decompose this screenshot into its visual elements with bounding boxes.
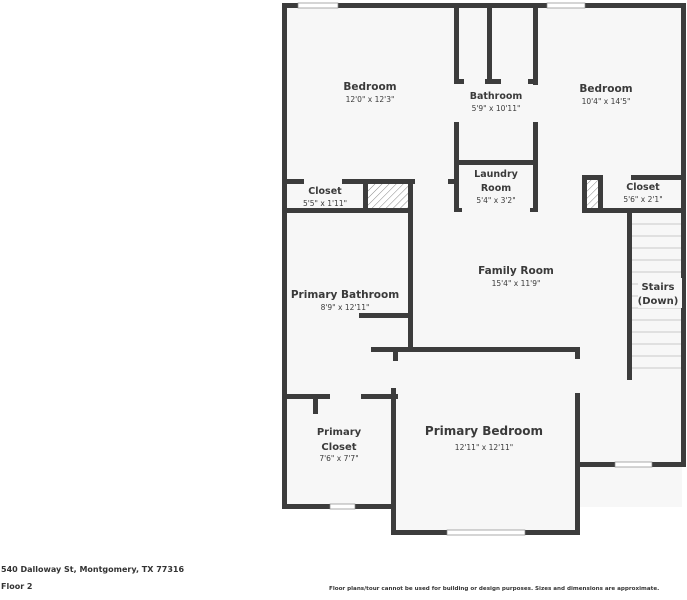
address-text: 540 Dalloway St, Montgomery, TX 77316	[1, 565, 185, 574]
room-dims-bedroom-1: 12'0" x 12'3"	[346, 95, 395, 104]
windows	[297, 2, 653, 536]
room-dims-bedroom-2: 10'4" x 14'5"	[582, 97, 631, 106]
room-dims-primary-closet: 7'6" x 7'7"	[319, 454, 358, 463]
chase-right	[586, 178, 600, 208]
room-dims-closet-1: 5'5" x 1'11"	[303, 199, 347, 208]
floor-areas	[284, 6, 682, 533]
room-name-closet-2: Closet	[626, 182, 660, 193]
room-dims-primary-bathroom: 8'9" x 12'11"	[321, 303, 370, 312]
walls	[282, 3, 686, 535]
room-name-stairs-2: (Down)	[638, 296, 679, 307]
room-name-stairs-1: Stairs	[641, 282, 674, 293]
room-dims-closet-2: 5'6" x 2'1"	[623, 195, 662, 204]
room-name-bathroom: Bathroom	[470, 91, 523, 102]
room-dims-family-room: 15'4" x 11'9"	[492, 279, 541, 288]
room-name-primary-bedroom: Primary Bedroom	[425, 424, 543, 438]
room-name-primary-closet-1: Primary	[317, 427, 362, 438]
disclaimer-text: Floor plans/tour cannot be used for buil…	[329, 586, 660, 592]
room-name-bedroom-2: Bedroom	[579, 83, 632, 95]
room-name-closet-1: Closet	[308, 186, 342, 197]
room-name-bedroom-1: Bedroom	[343, 81, 396, 93]
room-name-family-room: Family Room	[478, 265, 554, 277]
room-name-primary-closet-2: Closet	[321, 442, 356, 453]
room-dims-laundry: 5'4" x 3'2"	[476, 196, 515, 205]
room-dims-bathroom: 5'9" x 10'11"	[472, 104, 521, 113]
room-name-laundry-2: Room	[481, 183, 511, 194]
room-dims-primary-bedroom: 12'11" x 12'11"	[455, 443, 513, 452]
chase-left	[366, 182, 408, 209]
floor-label: Floor 2	[1, 582, 33, 591]
room-name-primary-bathroom: Primary Bathroom	[291, 289, 399, 301]
room-name-laundry-1: Laundry	[474, 169, 518, 180]
